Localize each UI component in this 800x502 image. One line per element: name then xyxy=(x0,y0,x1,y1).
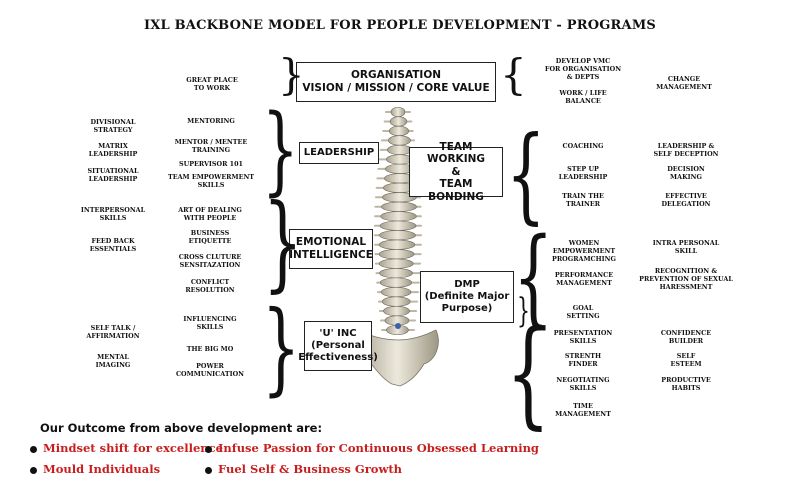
item-strength-finder: STRENTH FINDER xyxy=(564,352,602,368)
item-time-management: TIME MANAGEMENT xyxy=(555,402,611,418)
item-feedback-essentials: FEED BACK ESSENTIALS xyxy=(89,237,137,253)
vertebra xyxy=(378,249,415,260)
item-self-esteem: SELF ESTEEM xyxy=(670,352,702,368)
item-mentor-mentee-training: MENTOR / MENTEE TRAINING xyxy=(174,138,248,154)
item-conflict-resolution: CONFLICT RESOLUTION xyxy=(185,278,235,294)
item-leadership-self-deception: LEADERSHIP & SELF DECEPTION xyxy=(653,142,719,158)
brace-dmp-lower: { xyxy=(506,306,551,441)
outcome-item: Mould Individuals xyxy=(43,462,161,476)
item-intra-personal-skill: INTRA PERSONAL SKILL xyxy=(652,239,720,255)
vertebra xyxy=(389,116,408,127)
outcome-heading: Our Outcome from above development are: xyxy=(40,421,323,435)
item-effective-delegation: EFFECTIVE DELEGATION xyxy=(661,192,711,208)
brace-leadership: } xyxy=(262,94,299,206)
outcome-item: Infuse Passion for Continuous Obsessed L… xyxy=(218,441,539,455)
item-confidence-builder: CONFIDENCE BUILDER xyxy=(660,329,712,345)
vertebra xyxy=(379,277,413,288)
item-art-of-dealing: ART OF DEALING WITH PEOPLE xyxy=(178,206,242,222)
bullet-icon xyxy=(30,467,37,474)
vertebra xyxy=(380,211,417,222)
brace-dmp-upper: { xyxy=(513,215,554,338)
brace-emotional: } xyxy=(263,181,303,303)
item-train-the-trainer: TRAIN THE TRAINER xyxy=(562,192,604,208)
item-performance-management: PERFORMANCE MANAGEMENT xyxy=(554,271,614,287)
item-decision-making: DECISION MAKING xyxy=(667,165,705,181)
item-develop-vmc: DEVELOP VMC FOR ORGANISATION & DEPTS xyxy=(544,57,622,81)
u-inc-box: 'U' INC (Personal Effectiveness) xyxy=(298,321,378,371)
dmp-box-text: DMP (Definite Major Purpose) xyxy=(424,279,510,314)
vertebra xyxy=(378,239,416,250)
dmp-box: DMP (Definite Major Purpose) xyxy=(420,271,514,323)
vertebra xyxy=(379,230,416,241)
item-influencing-skills: INFLUENCING SKILLS xyxy=(183,315,237,331)
organisation-box-text: ORGANISATION VISION / MISSION / CORE VAL… xyxy=(302,69,490,94)
brace-team: { xyxy=(506,113,546,235)
vertebra xyxy=(379,268,413,279)
vertebra xyxy=(378,258,414,269)
item-power-communication: POWER COMMUNICATION xyxy=(175,362,245,378)
brace-org-right: { xyxy=(500,50,527,99)
item-cross-culture: CROSS CLUTURE SENSITAZATION xyxy=(178,253,242,269)
item-business-etiquette: BUSINESS ETIQUETTE xyxy=(188,229,232,245)
bullet-icon xyxy=(30,446,37,453)
vertebrae-group xyxy=(373,106,423,336)
item-mentoring: MENTORING xyxy=(187,117,235,125)
item-supervisor-101: SUPERVISOR 101 xyxy=(179,160,243,168)
vertebra xyxy=(390,106,406,118)
vertebra xyxy=(383,306,410,317)
spine-marker xyxy=(395,323,401,329)
vertebra xyxy=(388,135,411,146)
item-interpersonal-skills: INTERPERSONAL SKILLS xyxy=(80,206,146,222)
vertebra xyxy=(380,287,412,298)
brace-goal: } xyxy=(517,291,530,331)
item-change-management: CHANGE MANAGEMENT xyxy=(656,75,712,91)
team-working-box-text: TEAM WORKING & TEAM BONDING xyxy=(426,140,486,203)
outcome-item: Mindset shift for excellence xyxy=(43,441,223,455)
item-team-empowerment-skills: TEAM EMPOWERMENT SKILLS xyxy=(167,173,255,189)
item-mental-imaging: MENTAL IMAGING xyxy=(95,353,131,369)
leadership-box-text: LEADERSHIP xyxy=(303,147,375,158)
organisation-box: ORGANISATION VISION / MISSION / CORE VAL… xyxy=(296,62,496,102)
item-great-place-to-work: GREAT PLACE TO WORK xyxy=(186,76,238,92)
brace-uinc: } xyxy=(262,289,301,406)
team-working-box: TEAM WORKING & TEAM BONDING xyxy=(409,141,503,203)
vertebra xyxy=(379,220,417,231)
item-self-talk: SELF TALK / AFFIRMATION xyxy=(86,324,140,340)
emotional-intelligence-box: EMOTIONAL INTELLIGENCE xyxy=(289,229,373,269)
emotional-intelligence-box-text: EMOTIONAL INTELLIGENCE xyxy=(289,236,373,261)
item-goal-setting: GOAL SETTING xyxy=(566,304,600,320)
item-step-up-leadership: STEP UP LEADERSHIP xyxy=(558,165,608,181)
item-divisional-strategy: DIVISIONAL STRATEGY xyxy=(90,118,136,134)
leadership-box: LEADERSHIP xyxy=(299,142,379,164)
item-big-mo: THE BIG MO xyxy=(186,345,234,353)
bullet-icon xyxy=(205,467,212,474)
item-recognition-prevention: RECOGNITION & PREVENTION OF SEXUAL HARES… xyxy=(639,267,733,291)
item-work-life-balance: WORK / LIFE BALANCE xyxy=(559,89,607,105)
item-women-empowerment: WOMEN EMPOWERMENT PROGRAMCHING xyxy=(552,239,616,263)
bullet-icon xyxy=(205,446,212,453)
u-inc-box-text: 'U' INC (Personal Effectiveness) xyxy=(298,328,378,363)
vertebra xyxy=(388,125,410,136)
item-matrix-leadership: MATRIX LEADERSHIP xyxy=(88,142,138,158)
vertebra xyxy=(381,296,411,307)
diagram-title: IXL BACKBONE MODEL FOR PEOPLE DEVELOPMEN… xyxy=(143,18,657,33)
item-negotiating-skills: NEGOTIATING SKILLS xyxy=(556,376,610,392)
item-productive-habits: PRODUCTIVE HABITS xyxy=(661,376,711,392)
brace-org-left: } xyxy=(278,50,305,99)
pelvis-shape xyxy=(355,329,439,387)
item-situational-leadership: SITUATIONAL LEADERSHIP xyxy=(87,167,139,183)
outcome-item: Fuel Self & Business Growth xyxy=(218,462,403,476)
item-presentation-skills: PRESENTATION SKILLS xyxy=(553,329,613,345)
item-coaching: COACHING xyxy=(562,142,604,150)
